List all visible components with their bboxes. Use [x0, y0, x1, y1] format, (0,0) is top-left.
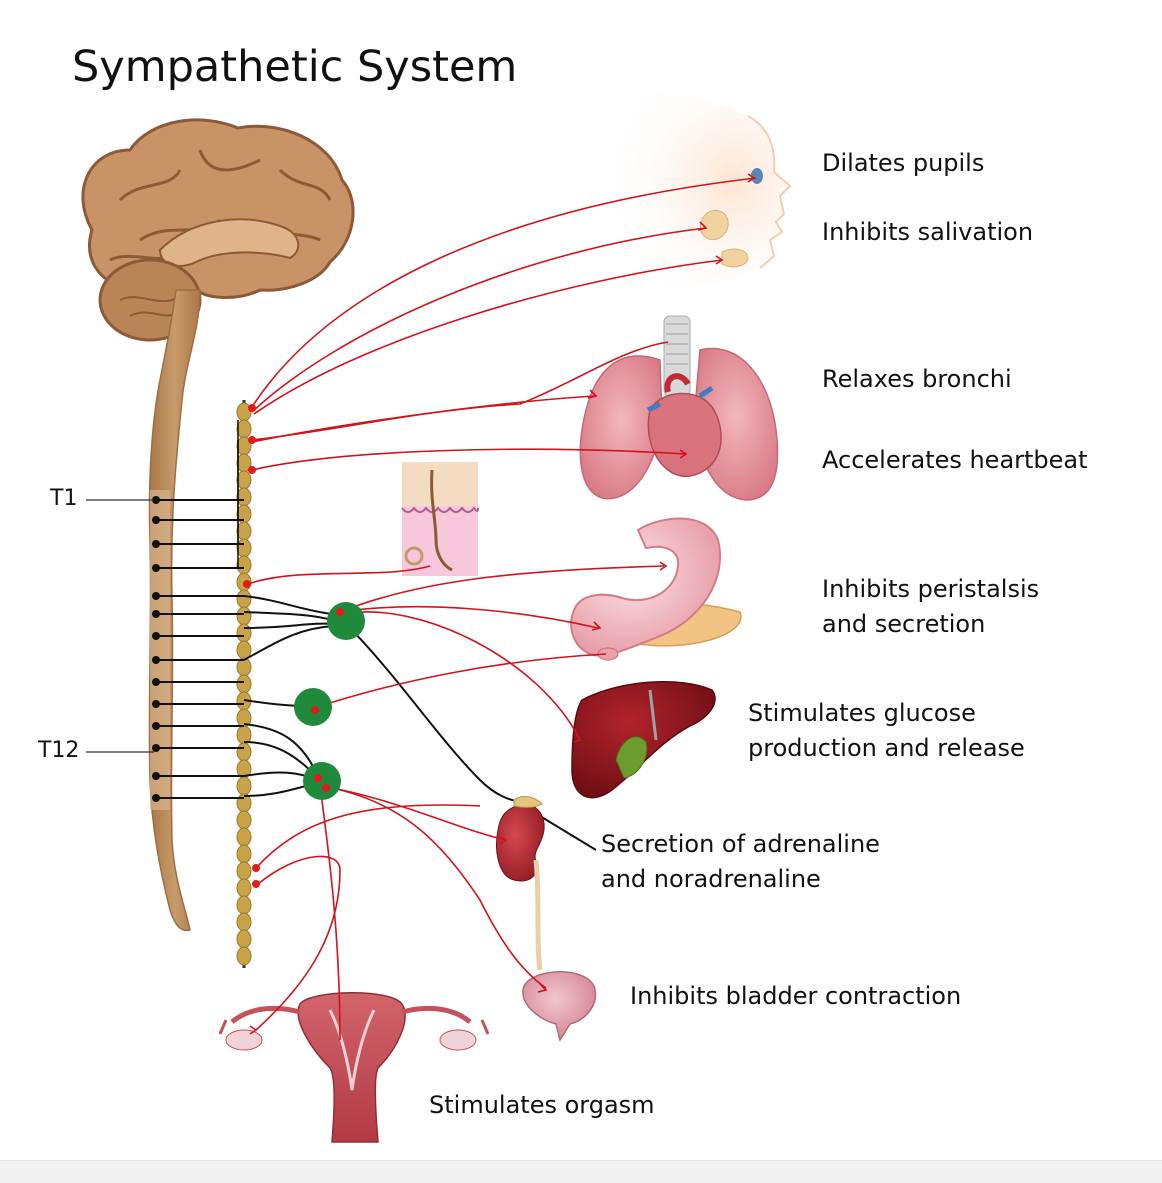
segment-label-t1: T1: [50, 486, 78, 511]
chain-ganglion: [236, 912, 252, 932]
liver: [571, 680, 716, 799]
ganglia: [294, 602, 365, 800]
chain-ganglion: [236, 742, 252, 762]
chain-ganglion: [236, 521, 252, 541]
spinal-root-dot: [152, 592, 160, 600]
eye-icon: [751, 168, 763, 184]
kidney-adrenal: [496, 796, 545, 971]
spinal-root-dot: [152, 700, 160, 708]
spinal-root-dot: [152, 656, 160, 664]
chain-ganglion: [236, 470, 252, 490]
spinal-root-dot: [152, 794, 160, 802]
chain-ganglion: [236, 861, 252, 881]
spinal-nerves: [152, 420, 244, 802]
chain-ganglion: [236, 895, 252, 915]
effect-label-peristalsis-line1: Inhibits peristalsis: [822, 575, 1040, 603]
skin-sample: [401, 462, 479, 576]
page-title: Sympathetic System: [72, 42, 518, 92]
chain-ganglion: [236, 487, 252, 507]
chain-ganglion: [236, 623, 252, 643]
chain-ganglion: [236, 555, 252, 575]
postganglionic-fibers: [247, 177, 757, 1041]
sympathetic-chain: [236, 400, 252, 968]
inferior-mesenteric-ganglion: [303, 762, 341, 800]
spinal-root-dot: [152, 632, 160, 640]
chain-ganglion: [236, 776, 252, 796]
effect-label-glucose-line2: production and release: [748, 734, 1025, 762]
spinal-root-dot: [152, 678, 160, 686]
chain-ganglion: [236, 810, 252, 830]
heart: [647, 392, 722, 477]
effect-label-orgasm: Stimulates orgasm: [429, 1091, 655, 1119]
spinal-root-dot: [152, 610, 160, 618]
effect-label-salivation: Inhibits salivation: [822, 218, 1034, 246]
chain-ganglion: [236, 946, 252, 966]
brain: [81, 118, 355, 342]
chain-ganglion: [236, 674, 252, 694]
chain-ganglion: [236, 606, 252, 626]
effect-label-glucose-line1: Stimulates glucose: [748, 699, 976, 727]
effect-label-bladder: Inhibits bladder contraction: [630, 982, 962, 1010]
bladder: [522, 971, 597, 1042]
face-head: [600, 90, 792, 293]
spinal-root-dot: [152, 744, 160, 752]
spinal-root-dot: [152, 722, 160, 730]
effect-label-peristalsis-line2: and secretion: [822, 610, 986, 638]
chain-ganglion: [236, 538, 252, 558]
lungs-heart: [579, 315, 779, 501]
uterus: [218, 992, 490, 1143]
segment-pointers: [86, 499, 154, 753]
chain-ganglion: [236, 929, 252, 949]
chain-ganglion: [236, 827, 252, 847]
chain-ganglion: [236, 878, 252, 898]
effect-label-heartbeat: Accelerates heartbeat: [822, 446, 1088, 474]
chain-ganglion: [236, 844, 252, 864]
celiac-ganglion: [327, 602, 365, 640]
spinal-root-dot: [152, 564, 160, 572]
spinal-root-dot: [152, 496, 160, 504]
chain-ganglion: [236, 419, 252, 439]
spinal-root-dot: [152, 540, 160, 548]
effect-label-adrenaline-line1: Secretion of adrenaline: [601, 830, 880, 858]
spinal-root-dot: [152, 516, 160, 524]
effect-label-bronchi: Relaxes bronchi: [822, 365, 1012, 393]
nerve-endings: [249, 173, 756, 1035]
effect-label-adrenaline-line2: and noradrenaline: [601, 865, 821, 893]
segment-label-t12: T12: [38, 738, 80, 763]
effect-label-pupils: Dilates pupils: [822, 149, 985, 177]
bottom-edge: [0, 1160, 1162, 1183]
chain-ganglion: [236, 589, 252, 609]
stomach-pancreas: [570, 517, 742, 661]
chain-synapses: [243, 404, 260, 888]
spinal-root-dot: [152, 772, 160, 780]
